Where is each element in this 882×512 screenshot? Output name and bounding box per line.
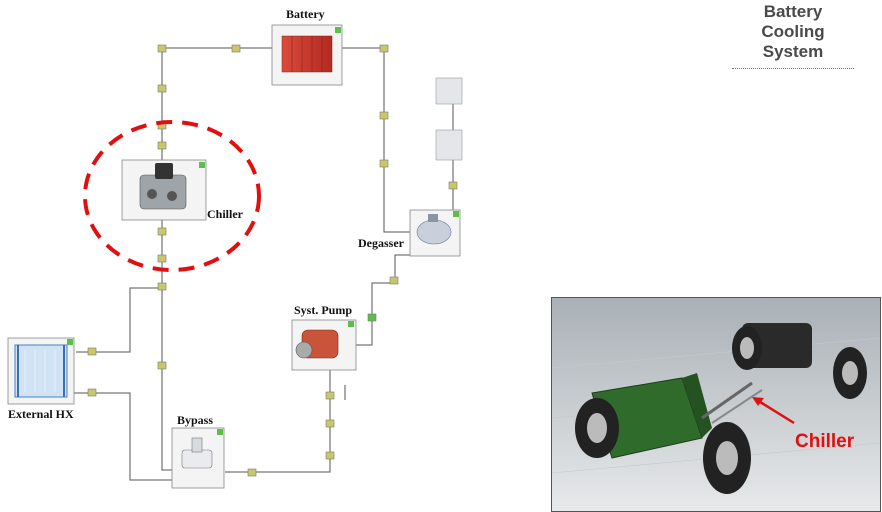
page-title: Battery Cooling System — [740, 2, 846, 62]
sensor-box-top — [436, 78, 462, 104]
title-line-2: Cooling — [740, 22, 846, 42]
bypass-label: Bypass — [177, 413, 213, 428]
degasser-block — [410, 210, 460, 256]
chiller-callout-label: Chiller — [795, 431, 854, 453]
degasser-label: Degasser — [358, 236, 404, 251]
pump-block — [292, 320, 356, 370]
chiller-label: Chiller — [207, 207, 243, 222]
chiller-block — [122, 160, 206, 220]
title-line-3: System — [740, 42, 846, 62]
battery-block — [272, 25, 342, 85]
title-divider — [732, 68, 854, 69]
external-hx-block — [8, 338, 74, 404]
sensor-box-mid — [436, 130, 462, 160]
external-hx-label: External HX — [8, 407, 74, 422]
bypass-block — [172, 428, 224, 488]
pipes — [68, 48, 453, 480]
vehicle-chassis-photo: Chiller — [551, 297, 881, 512]
chassis-illustration — [552, 298, 880, 511]
pump-label: Syst. Pump — [294, 303, 352, 318]
pipe-nodes — [88, 45, 457, 476]
battery-label: Battery — [286, 7, 325, 22]
title-line-1: Battery — [740, 2, 846, 22]
